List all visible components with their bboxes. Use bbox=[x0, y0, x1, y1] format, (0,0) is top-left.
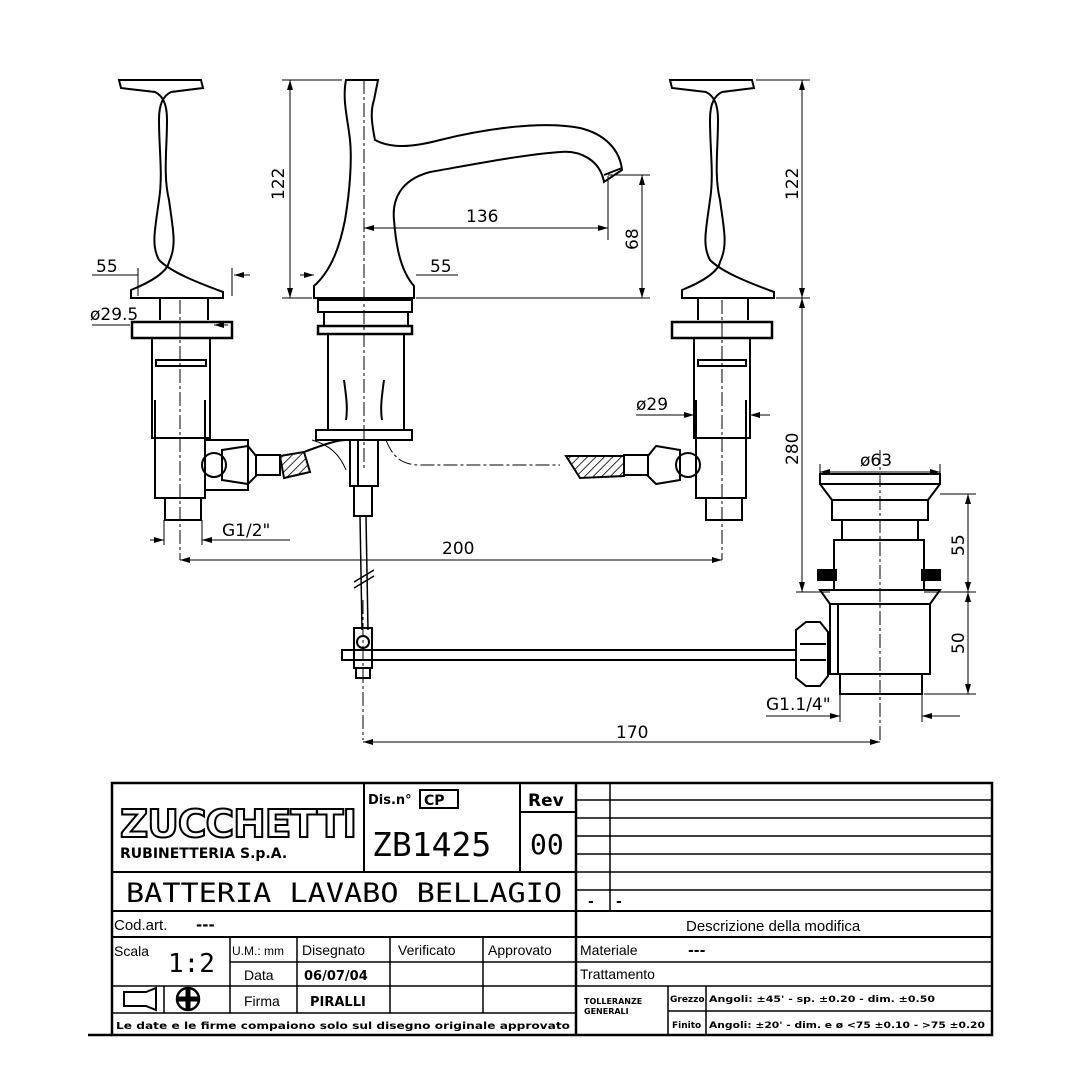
grezzo-value: Angoli: ±45' - sp. ±0.20 - dim. ±0.50 bbox=[709, 995, 935, 1005]
materiale-label: Materiale bbox=[580, 942, 638, 958]
finito-label: Finito bbox=[672, 1021, 701, 1031]
disegnato-label: Disegnato bbox=[302, 942, 365, 958]
right-hose bbox=[564, 444, 701, 486]
firma-label: Firma bbox=[244, 993, 280, 1009]
tolleranze-label-1: TOLLERANZE bbox=[584, 997, 642, 1006]
rev-dash-1: - bbox=[588, 894, 594, 910]
dimension-texts: 122 136 68 122 55 55 ø29.5 ø29 G1/2" 200… bbox=[90, 168, 969, 743]
dim-left-flange: 55 bbox=[96, 257, 118, 277]
grezzo-label: Grezzo bbox=[670, 995, 705, 1005]
descrizione-label: Descrizione della modifica bbox=[686, 918, 861, 935]
dim-left-diameter: ø29.5 bbox=[90, 305, 138, 325]
cod-art-value: --- bbox=[196, 916, 215, 934]
dim-drain-height: 280 bbox=[783, 433, 803, 465]
dim-drain-upper: 55 bbox=[949, 534, 969, 556]
rev-value: 00 bbox=[530, 828, 564, 861]
cod-art-label: Cod.art. bbox=[114, 917, 167, 934]
drawing-code: ZB1425 bbox=[372, 825, 491, 864]
trattamento-label: Trattamento bbox=[580, 966, 655, 982]
zucchetti-logo: ZUCCHETTI bbox=[119, 801, 358, 847]
center-spout bbox=[313, 79, 624, 517]
logo-wordmark: ZUCCHETTI bbox=[120, 802, 356, 846]
dimension-lines bbox=[92, 79, 976, 745]
dis-label: Dis.n° bbox=[368, 793, 412, 808]
scala-label: Scala bbox=[114, 943, 149, 959]
firma-value: PIRALLI bbox=[310, 995, 366, 1010]
um-label: U.M.: mm bbox=[232, 944, 284, 958]
left-handle bbox=[117, 79, 249, 560]
scala-value: 1:2 bbox=[168, 949, 215, 979]
dim-right-122: 122 bbox=[783, 168, 803, 200]
title-block-text: RUBINETTERIA S.p.A. Dis.n° CP ZB1425 Rev… bbox=[114, 791, 985, 1032]
dim-rod-length: 170 bbox=[616, 723, 648, 743]
company-name: RUBINETTERIA S.p.A. bbox=[120, 846, 287, 862]
dim-centres: 200 bbox=[442, 539, 474, 559]
finito-value: Angoli: ±20' - dim. e ø <75 ±0.10 - >75 … bbox=[709, 1021, 985, 1031]
dis-value: CP bbox=[424, 793, 445, 809]
right-handle bbox=[668, 79, 775, 560]
title-block bbox=[88, 781, 994, 1037]
faucet-drawing bbox=[117, 79, 942, 740]
approvato-label: Approvato bbox=[488, 942, 552, 958]
dim-spout-height: 68 bbox=[623, 228, 643, 250]
drain-rod bbox=[341, 515, 797, 740]
materiale-value: --- bbox=[688, 943, 706, 959]
dim-thread-drain: G1.1/4" bbox=[766, 695, 831, 715]
dim-left-122: 122 bbox=[269, 168, 289, 200]
rev-label: Rev bbox=[528, 791, 564, 811]
left-hose bbox=[201, 439, 347, 486]
dim-drain-lower: 50 bbox=[949, 632, 969, 654]
dim-spout-reach: 136 bbox=[466, 207, 498, 227]
verificato-label: Verificato bbox=[398, 942, 456, 958]
drawing-title: BATTERIA LAVABO BELLAGIO bbox=[126, 878, 562, 909]
footer-note: Le date e le firme compaiono solo sul di… bbox=[116, 1021, 570, 1032]
data-label: Data bbox=[244, 967, 274, 983]
data-value: 06/07/04 bbox=[304, 969, 368, 984]
tolleranze-label-2: GENERALI bbox=[584, 1007, 629, 1016]
dim-right-diameter: ø29 bbox=[636, 395, 668, 415]
dim-center-flange: 55 bbox=[430, 257, 452, 277]
dim-drain-dia: ø63 bbox=[860, 451, 892, 471]
dim-thread-left: G1/2" bbox=[222, 521, 270, 541]
rev-dash-2: - bbox=[616, 894, 622, 910]
